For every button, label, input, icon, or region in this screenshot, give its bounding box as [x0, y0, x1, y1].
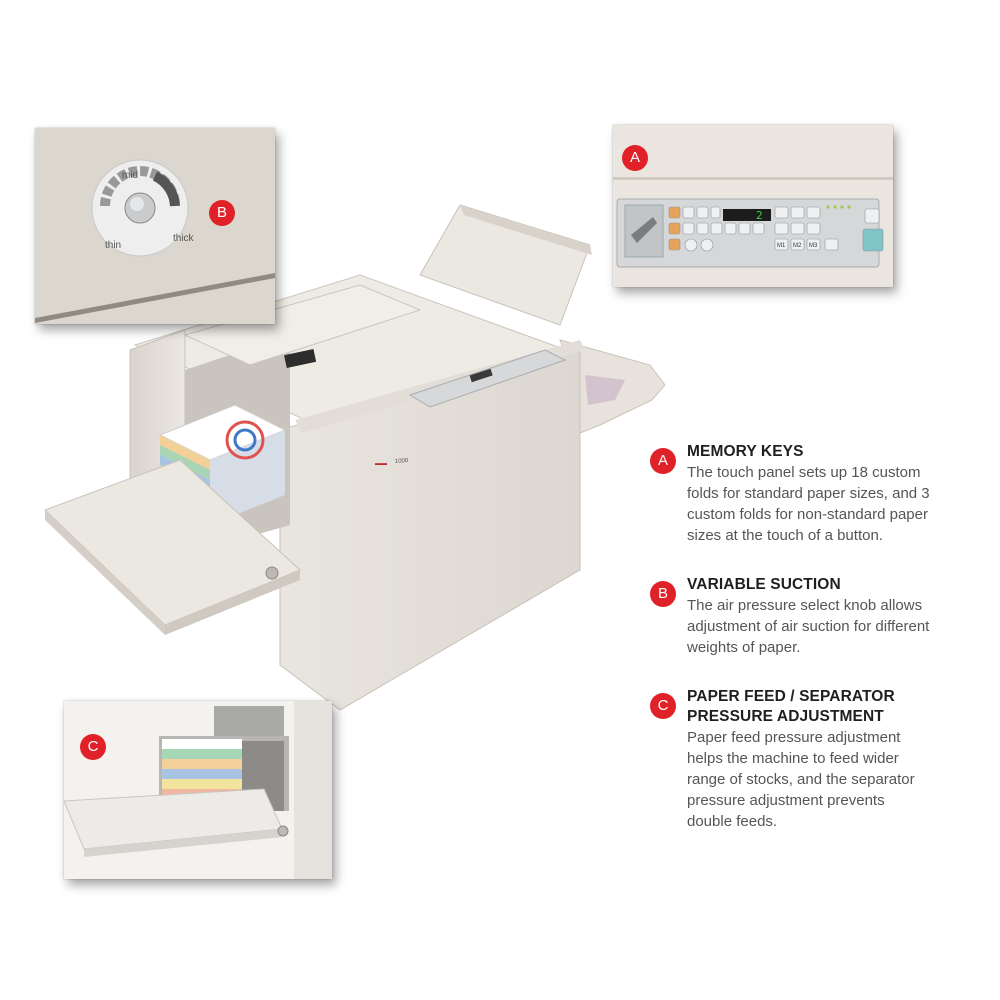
inset-b-badge: B	[209, 200, 235, 226]
inset-a-control-panel: 2 M1	[613, 125, 893, 287]
paper-folder-machine: ▬▬ 1000	[44, 204, 666, 711]
feature-a-body: The touch panel sets up 18 custom folds …	[687, 462, 980, 546]
feature-c-badge: C	[650, 693, 676, 719]
feature-c-title-line-2: PRESSURE ADJUSTMENT	[687, 708, 884, 725]
feature-a-line-1: The touch panel sets up 18 custom	[687, 464, 921, 481]
svg-text:▬▬: ▬▬	[375, 461, 387, 467]
memory-key-m3: M3	[809, 243, 818, 249]
dial-thin-label: thin	[105, 240, 121, 251]
feature-memory-keys: A MEMORY KEYS The touch panel sets up 18…	[650, 442, 980, 546]
memory-key-m1: M1	[777, 243, 786, 249]
feature-a-line-4: sizes at the touch of a button.	[687, 527, 883, 544]
feature-b-title: VARIABLE SUCTION	[687, 575, 980, 595]
feature-a-title: MEMORY KEYS	[687, 442, 980, 462]
feature-c-title: PAPER FEED / SEPARATOR PRESSURE ADJUSTME…	[687, 687, 980, 727]
feature-b-line-3: weights of paper.	[687, 639, 801, 656]
feature-b-body: The air pressure select knob allows adju…	[687, 595, 980, 658]
paper-feed-illustration	[64, 701, 332, 879]
inset-c-badge: C	[80, 734, 106, 760]
feature-c-line-3: range of stocks, and the separator	[687, 771, 915, 788]
machine-model-label: 1000	[395, 458, 409, 465]
feature-c-line-2: helps the machine to feed wider	[687, 750, 899, 767]
memory-key-m2: M2	[793, 243, 802, 249]
feature-a-line-3: custom folds for non-standard paper	[687, 506, 928, 523]
feature-c-line-5: double feeds.	[687, 813, 778, 830]
dial-mid-label: mid	[122, 170, 138, 181]
inset-c-paper-feed: C	[64, 701, 332, 879]
control-panel-illustration: 2 M1	[613, 125, 893, 287]
feature-c-title-line-1: PAPER FEED / SEPARATOR	[687, 688, 895, 705]
panel-display-value: 2	[756, 209, 763, 222]
feature-c-line-1: Paper feed pressure adjustment	[687, 729, 901, 746]
feature-c-line-4: pressure adjustment prevents	[687, 792, 885, 809]
feature-c-body: Paper feed pressure adjustment helps the…	[687, 727, 980, 832]
feature-a-title-line: MEMORY KEYS	[687, 443, 804, 460]
dial-thick-label: thick	[173, 233, 195, 244]
inset-a-badge: A	[622, 145, 648, 171]
inset-b-suction-dial: mid thin thick B	[35, 128, 275, 324]
feature-b-title-line: VARIABLE SUCTION	[687, 576, 841, 593]
feature-paper-feed: C PAPER FEED / SEPARATOR PRESSURE ADJUST…	[650, 687, 980, 832]
feature-b-line-2: adjustment of air suction for different	[687, 618, 930, 635]
feature-b-line-1: The air pressure select knob allows	[687, 597, 923, 614]
feature-a-line-2: folds for standard paper sizes, and 3	[687, 485, 930, 502]
feature-a-badge: A	[650, 448, 676, 474]
feature-b-badge: B	[650, 581, 676, 607]
suction-dial-illustration: mid thin thick	[35, 128, 275, 324]
feature-variable-suction: B VARIABLE SUCTION The air pressure sele…	[650, 575, 980, 658]
